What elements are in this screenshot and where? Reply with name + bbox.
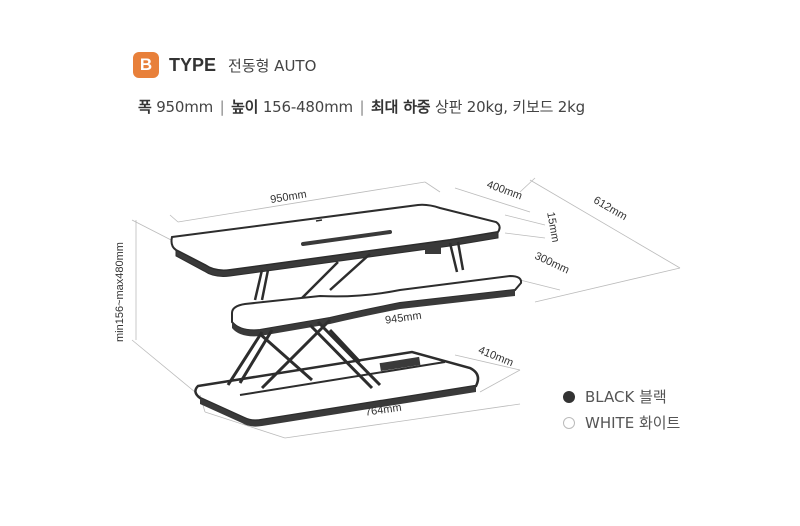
color-label-white: WHITE 화이트 xyxy=(585,414,681,432)
dim-keyboard-depth: 300mm xyxy=(533,250,571,276)
keyboard-tray xyxy=(231,274,523,337)
dim-width-top: 950mm xyxy=(269,188,307,206)
dim-height-range: min156~max480mm xyxy=(114,242,126,342)
color-label-black: BLACK 블랙 xyxy=(585,388,667,406)
dim-depth-total: 612mm xyxy=(591,194,629,223)
color-option-white: WHITE 화이트 xyxy=(563,412,680,433)
height-value: 156-480mm xyxy=(262,98,353,116)
dimension-lines xyxy=(131,177,681,439)
dim-thickness: 15mm xyxy=(544,211,561,243)
dim-base-width: 764mm xyxy=(364,402,402,419)
type-label: TYPE xyxy=(169,54,217,75)
black-swatch xyxy=(563,390,575,403)
separator: | xyxy=(359,98,365,116)
color-option-black: BLACK 블랙 xyxy=(563,386,667,407)
load-label: 최대 하중 xyxy=(370,98,431,116)
dim-keyboard-width: 945mm xyxy=(384,310,422,327)
product-header: B TYPE 전동형 AUTO xyxy=(133,50,316,80)
spec-line: 폭 950mm | 높이 156-480mm | 최대 하중 상판 20kg, … xyxy=(138,96,585,117)
white-swatch xyxy=(563,416,575,429)
load-value: 상판 20kg, 키보드 2kg xyxy=(434,98,585,116)
type-subtitle: 전동형 AUTO xyxy=(228,56,317,75)
height-label: 높이 xyxy=(231,98,259,116)
width-label: 폭 xyxy=(138,98,152,116)
desk-top-surface xyxy=(170,203,501,277)
dim-base-depth: 410mm xyxy=(476,344,515,369)
dim-depth-top: 400mm xyxy=(485,179,524,203)
separator: | xyxy=(219,98,225,116)
upper-supports xyxy=(253,241,465,301)
base-frame xyxy=(194,350,480,427)
type-badge: B xyxy=(133,52,159,78)
width-value: 950mm xyxy=(156,98,214,116)
